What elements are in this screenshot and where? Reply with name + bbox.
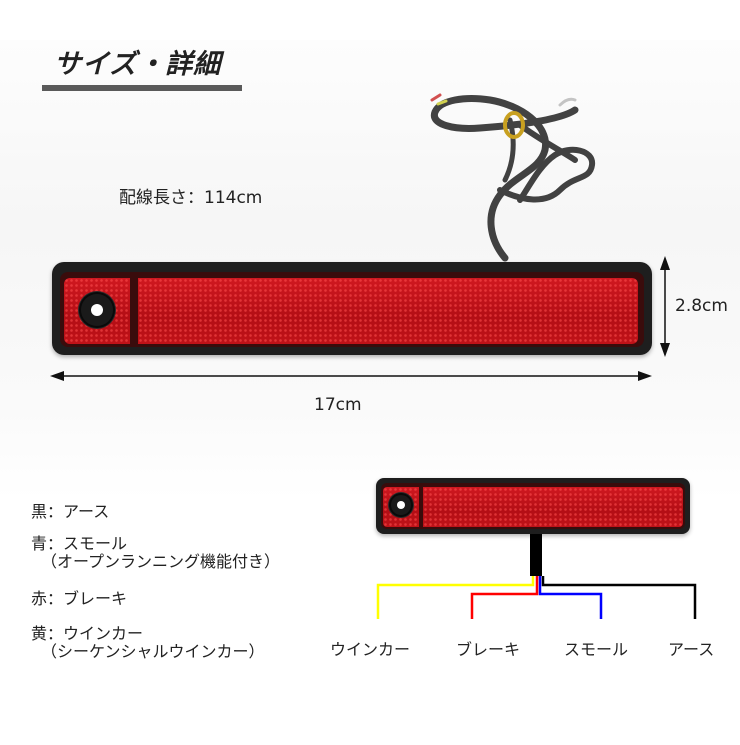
wiring-lines	[376, 576, 697, 619]
cable-length-label: 配線長さ：114cm	[119, 188, 263, 208]
title-underline	[42, 85, 242, 91]
legend-red: 赤：ブレーキ	[31, 589, 128, 608]
wire-label-turn-signal: ウインカー	[330, 640, 411, 659]
cable-bundle-icon	[430, 93, 595, 262]
wire-black	[541, 576, 697, 619]
wire-label-ground: アース	[668, 640, 715, 659]
legend-yellow: 黄：ウインカー （シーケンシャルウインカー）	[31, 624, 265, 662]
legend-blue: 青：スモール （オープンランニング機能付き）	[31, 534, 281, 572]
reflector-small-image	[376, 478, 690, 534]
cable-stem	[530, 530, 542, 576]
wire-label-brake: ブレーキ	[456, 640, 521, 659]
legend-black: 黒：アース	[31, 502, 110, 521]
width-label: 17cm	[314, 395, 362, 415]
wire-red	[470, 576, 539, 619]
cable-tie-icon	[503, 111, 525, 139]
wire-yellow	[376, 576, 535, 619]
reflector-large-image	[52, 262, 652, 355]
wire-blue	[538, 576, 603, 619]
width-arrow-icon	[50, 371, 652, 381]
wire-label-small: スモール	[564, 640, 629, 659]
height-label: 2.8cm	[675, 296, 728, 316]
page-title: サイズ・詳細	[54, 49, 222, 80]
height-arrow-icon	[660, 256, 670, 357]
